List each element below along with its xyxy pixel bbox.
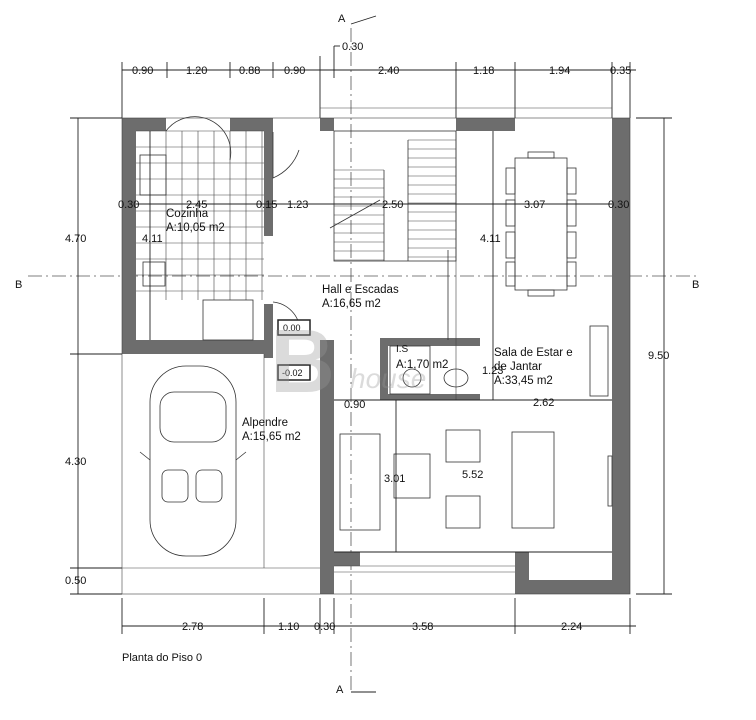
svg-text:Cozinha: Cozinha: [166, 208, 209, 220]
staircase: [329, 130, 457, 262]
living-furniture: [339, 325, 613, 531]
dim-stair-width: 2.50: [382, 199, 403, 211]
plan-caption: Planta do Piso 0: [122, 652, 202, 664]
dim-top-2: 1.20: [186, 65, 207, 77]
svg-text:Alpendre: Alpendre: [242, 417, 288, 429]
wc-fixtures: [389, 345, 469, 395]
dim-right-1: 9.50: [648, 350, 669, 362]
dim-kitchen-wall-left: 0.30: [118, 199, 139, 211]
watermark-logo: B house: [270, 312, 426, 412]
room-label-kitchen: Cozinha A:10,05 m2: [166, 208, 225, 234]
dimension-chain-bottom: 2.78 1.10 0.30 3.58 2.24: [121, 598, 636, 634]
svg-text:de Jantar: de Jantar: [494, 361, 542, 373]
dim-bottom-4: 3.58: [412, 621, 433, 633]
section-marker-b-right: B: [692, 279, 699, 291]
dim-kitchen-width: 2.45: [186, 199, 207, 211]
dim-top-030: 0.30: [342, 41, 363, 53]
dim-top-6: 1.18: [473, 65, 494, 77]
dim-bottom-2: 1.10: [278, 621, 299, 633]
svg-text:A:1,70 m2: A:1,70 m2: [396, 359, 448, 371]
dim-dining-width: 3.07: [524, 199, 545, 211]
dimension-chain-top: 0.90 1.20 0.88 0.90 2.40 1.18 1.94 0.35 …: [121, 41, 636, 118]
dim-right-wall: 0.30: [608, 199, 629, 211]
svg-text:A: A: [338, 13, 346, 25]
dimension-chain-right: 9.50: [636, 117, 672, 595]
dim-top-4: 0.90: [284, 65, 305, 77]
room-label-living: Sala de Estar e de Jantar A:33,45 m2: [494, 347, 573, 387]
level-tag-floor: 0.00: [277, 319, 311, 336]
car-icon: [139, 365, 247, 557]
dim-living-left-width: 2.62: [533, 397, 554, 409]
section-marker-b-left: B: [15, 279, 22, 291]
dim-top-7: 1.94: [549, 65, 570, 77]
dim-kitchen-wall-right: 0.15: [256, 199, 277, 211]
svg-text:A:10,05 m2: A:10,05 m2: [166, 222, 225, 234]
dining-table: [505, 151, 577, 297]
svg-text:0.00: 0.00: [283, 323, 301, 333]
dim-top-3: 0.88: [239, 65, 260, 77]
dim-kitchen-height: 4.11: [142, 233, 163, 245]
svg-text:A:15,65 m2: A:15,65 m2: [242, 431, 301, 443]
dim-bottom-1: 2.78: [182, 621, 203, 633]
dim-top-5: 2.40: [378, 65, 399, 77]
svg-text:A: A: [336, 684, 344, 696]
svg-text:A:16,65 m2: A:16,65 m2: [322, 298, 381, 310]
svg-text:house: house: [350, 363, 426, 394]
dim-top-1: 0.90: [132, 65, 153, 77]
room-label-wc: I.S A:1,70 m2: [396, 344, 448, 371]
dim-left-3: 0.50: [65, 575, 86, 587]
dim-living-width: 5.52: [462, 469, 483, 481]
dim-left-2: 4.30: [65, 456, 86, 468]
room-label-porch: Alpendre A:15,65 m2: [242, 417, 301, 443]
dim-hall-left-width: 1.23: [287, 199, 308, 211]
svg-text:-0.02: -0.02: [282, 368, 303, 378]
section-marker-a-bottom: A: [336, 684, 376, 696]
dim-bottom-3: 0.30: [314, 621, 335, 633]
dim-top-8: 0.35: [610, 65, 631, 77]
level-tag-porch: -0.02: [277, 364, 311, 381]
dim-dining-height: 4.11: [480, 233, 501, 245]
dim-living-height: 3.01: [384, 473, 405, 485]
dim-wc-height: 1.23: [482, 365, 503, 377]
svg-text:A:33,45 m2: A:33,45 m2: [494, 375, 553, 387]
section-marker-a-top: A: [338, 13, 377, 25]
room-label-hall: Hall e Escadas A:16,65 m2: [322, 284, 399, 310]
dim-bottom-5: 2.24: [561, 621, 582, 633]
dim-left-1: 4.70: [65, 233, 86, 245]
svg-text:Hall e Escadas: Hall e Escadas: [322, 284, 399, 296]
svg-text:Sala de Estar e: Sala de Estar e: [494, 347, 573, 359]
walls: [122, 118, 630, 594]
svg-text:B: B: [270, 312, 335, 412]
dimension-chain-left: 4.70 4.30 0.50: [65, 117, 122, 595]
inner-dimensions: 0.30 2.45 0.15 1.23 2.50 3.07 0.30 4.11 …: [118, 131, 629, 553]
svg-text:I.S: I.S: [396, 344, 409, 355]
kitchen-furniture: [139, 116, 254, 341]
dim-wc-width: 0.90: [344, 399, 365, 411]
